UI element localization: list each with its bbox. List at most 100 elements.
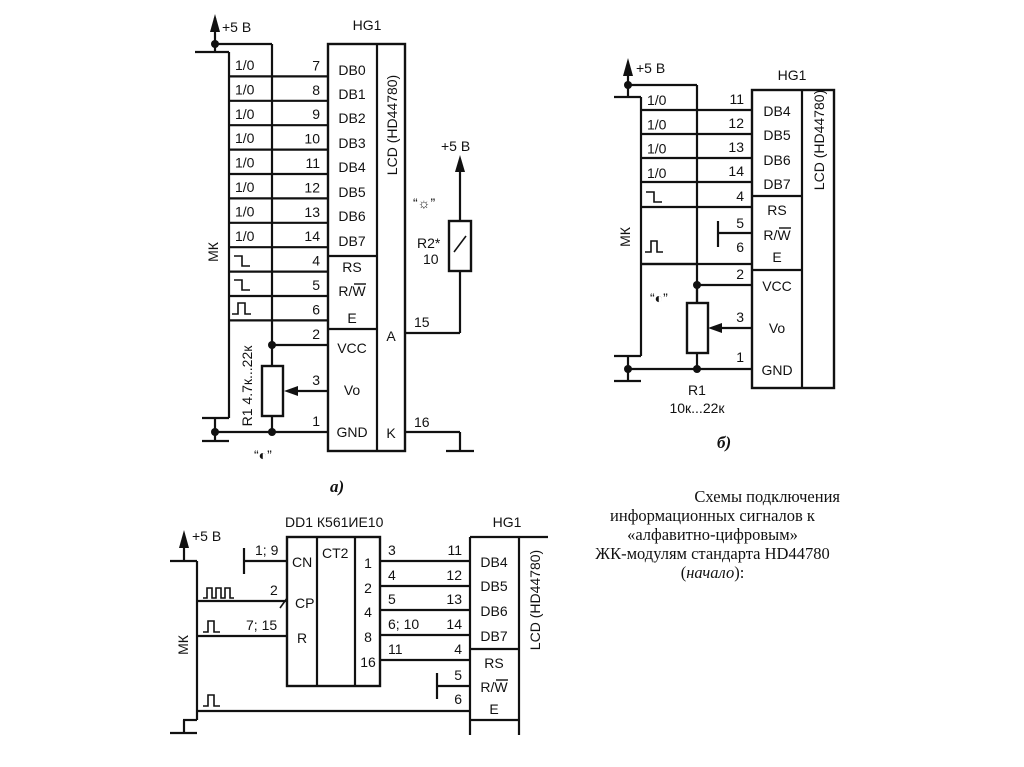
lcd-pin-label: DB3 bbox=[338, 135, 365, 151]
lcd-pin-label: R/W bbox=[763, 227, 791, 243]
lcd-pin-label: E bbox=[772, 249, 781, 265]
counter-output: 8 bbox=[364, 629, 372, 645]
lcd-module-a bbox=[326, 42, 407, 453]
falling-edge-icon bbox=[234, 255, 250, 267]
pin-number: 6; 10 bbox=[388, 616, 419, 632]
pulse-icon bbox=[203, 620, 220, 633]
mk-port-label: 1/0 bbox=[647, 165, 667, 181]
pin-number: 13 bbox=[446, 591, 462, 607]
lcd-pin-label: R/W bbox=[338, 283, 366, 299]
pin-number: 12 bbox=[304, 179, 320, 195]
lcd-label: LCD (HD44780) bbox=[527, 550, 543, 650]
hg1-title: HG1 bbox=[493, 514, 522, 530]
pulse-icon bbox=[645, 240, 663, 253]
lcd-pin-label: E bbox=[347, 310, 356, 326]
clock-pulses-icon bbox=[203, 587, 234, 599]
lcd-pin-label: GND bbox=[761, 362, 792, 378]
pin-number: 4 bbox=[388, 567, 396, 583]
lcd-pin-label: DB5 bbox=[763, 127, 790, 143]
r1-label: R1 bbox=[688, 382, 706, 398]
lcd-pin-label: DB4 bbox=[480, 554, 507, 570]
pin-number: 16 bbox=[414, 414, 430, 430]
wiper-arrow-icon bbox=[708, 323, 722, 333]
lcd-pin-label: Vo bbox=[344, 382, 361, 398]
caption-line: ЖК-модулям стандарта HD44780 bbox=[595, 544, 830, 563]
pin-number: 6 bbox=[454, 691, 462, 707]
lcd-pin-label: GND bbox=[336, 424, 367, 440]
counter-input: CN bbox=[292, 554, 312, 570]
mk-port-label: 1/0 bbox=[647, 116, 667, 132]
pin-number: 12 bbox=[446, 567, 462, 583]
pin-number: 4 bbox=[736, 188, 744, 204]
mk-port-label: 1/0 bbox=[235, 203, 255, 219]
pin-number: 1 bbox=[312, 413, 320, 429]
mk-label: МК bbox=[175, 634, 191, 655]
lcd-pin-label: R/W bbox=[480, 679, 508, 695]
supply-label: +5 В bbox=[222, 19, 251, 35]
pin-number: 8 bbox=[312, 82, 320, 98]
pin-number: 10 bbox=[304, 131, 320, 147]
pin-number: 3 bbox=[388, 542, 396, 558]
counter-type: CT2 bbox=[322, 545, 349, 561]
pin-number: 6 bbox=[736, 239, 744, 255]
pin-number: 11 bbox=[388, 641, 403, 657]
pin-number: 3 bbox=[312, 372, 320, 388]
mk-port-label: 1/0 bbox=[647, 141, 667, 157]
lcd-pin-label: VCC bbox=[762, 278, 792, 294]
backlight-icon: “☼” bbox=[413, 195, 435, 211]
lcd-pin-label: RS bbox=[342, 259, 361, 275]
mk-port-label: 1/0 bbox=[235, 57, 255, 73]
mk-port-label: 1/0 bbox=[235, 228, 255, 244]
pin-number: 14 bbox=[304, 228, 320, 244]
lcd-pin-label: DB5 bbox=[480, 578, 507, 594]
mk-port-label: 1/0 bbox=[647, 92, 667, 108]
mk-port-label: 1/0 bbox=[235, 106, 255, 122]
lcd-pin-label: DB7 bbox=[338, 233, 365, 249]
caption-line: (начало): bbox=[680, 563, 745, 582]
pin-number: 11 bbox=[305, 155, 320, 171]
counter-input: CP bbox=[295, 595, 314, 611]
potentiometer-r1 bbox=[685, 301, 710, 355]
pin-number: 4 bbox=[312, 253, 320, 269]
pin-number: 12 bbox=[728, 115, 744, 131]
supply-label: +5 В bbox=[192, 528, 221, 544]
mk-port-label: 1/0 bbox=[235, 130, 255, 146]
counter-output: 16 bbox=[360, 654, 376, 670]
diagram-c: +5 В МК 1; 9 2 7; 15 DD1 К561ИЕ10 CN CP … bbox=[170, 514, 548, 735]
arrow-head-icon bbox=[455, 155, 465, 172]
potentiometer-r1 bbox=[260, 364, 285, 418]
lcd-pin-label: DB5 bbox=[338, 184, 365, 200]
lcd-pin-label: DB6 bbox=[763, 152, 790, 168]
lcd-pin-label: DB4 bbox=[763, 103, 790, 119]
arrow-head-icon bbox=[179, 530, 189, 548]
lcd-pin-label: Vo bbox=[769, 320, 786, 336]
falling-edge-icon bbox=[646, 191, 662, 203]
caption-line: Схемы подключения bbox=[694, 487, 840, 506]
counter-output: 2 bbox=[364, 580, 372, 596]
a-pin-label: A bbox=[386, 328, 396, 344]
r2-label: R2* bbox=[417, 235, 441, 251]
mk-port-label: 1/0 bbox=[235, 179, 255, 195]
figure-caption: Схемы подключения информационных сигнало… bbox=[565, 487, 860, 582]
pin-number: 7; 15 bbox=[246, 617, 277, 633]
lcd-pin-label: DB7 bbox=[763, 176, 790, 192]
hg1-title: HG1 bbox=[778, 67, 807, 83]
caption-line: «алфавитно-цифровым» bbox=[627, 525, 798, 544]
arrow-head-icon bbox=[210, 14, 220, 32]
counter-title: DD1 К561ИЕ10 bbox=[285, 514, 384, 530]
caption-a: а) bbox=[330, 477, 344, 496]
pin-number: 4 bbox=[454, 641, 462, 657]
pin-number: 14 bbox=[446, 616, 462, 632]
pin-number: 5 bbox=[312, 277, 320, 293]
counter-dd1 bbox=[285, 535, 382, 688]
pin-number: 14 bbox=[728, 163, 744, 179]
lcd-pin-label: VCC bbox=[337, 340, 367, 356]
mk-port-label: 1/0 bbox=[235, 81, 255, 97]
wiper-arrow-icon bbox=[284, 386, 298, 396]
pin-number: 5 bbox=[736, 215, 744, 231]
counter-output: 4 bbox=[364, 604, 372, 620]
contrast-icon: “◐” bbox=[650, 290, 668, 306]
pin-number: 11 bbox=[729, 91, 744, 107]
counter-output: 1 bbox=[364, 555, 372, 571]
